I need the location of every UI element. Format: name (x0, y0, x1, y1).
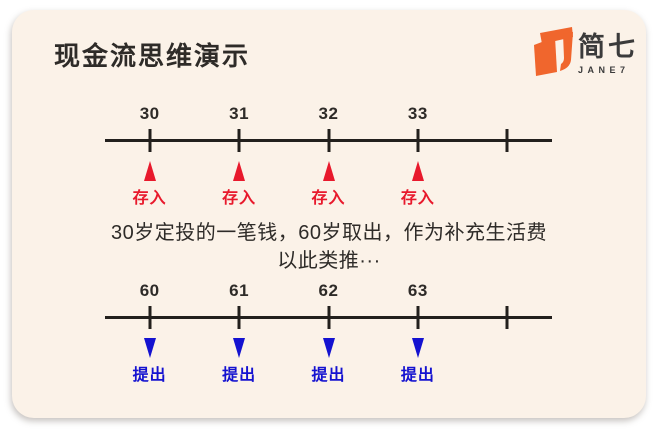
tick-mark (148, 129, 152, 152)
tick-mark (416, 306, 420, 329)
page-title: 现金流思维演示 (54, 41, 251, 71)
brand-name-en: JANE7 (578, 65, 630, 75)
deposit-label: 存入 (132, 190, 167, 207)
tick-mark (505, 306, 509, 329)
tick-mark (327, 306, 330, 329)
tick-mark (237, 306, 241, 329)
deposit-arrow-icon (233, 161, 246, 181)
tick-mark (505, 129, 509, 152)
deposit-arrow-icon (143, 161, 156, 181)
brand-name-cn: 简七 (578, 32, 638, 62)
withdraw-arrow-icon (411, 338, 424, 358)
withdraw-label: 提出 (222, 367, 257, 384)
withdraw-label: 提出 (311, 367, 346, 384)
tick-label: 60 (139, 281, 160, 300)
tick-mark (237, 129, 241, 152)
caption-line-1: 30岁定投的一笔钱，60岁取出，作为补充生活费 (111, 222, 547, 244)
withdraw-label: 提出 (400, 367, 435, 384)
tick-mark (327, 129, 330, 152)
tick-label: 63 (407, 281, 428, 300)
slide-card: 现金流思维演示 简七 JANE7 30 31 32 33 (12, 10, 646, 418)
withdraw-arrow-icon (322, 338, 335, 358)
caption-line-2: 以此类推··· (277, 250, 381, 272)
deposit-label: 存入 (222, 190, 257, 207)
deposit-timeline: 30 31 32 33 存入 存入 存入 存入 (105, 100, 552, 212)
withdraw-arrow-icon (143, 338, 156, 358)
brand-texts: 简七 JANE7 (578, 32, 638, 75)
deposit-arrow-icon (322, 161, 335, 181)
deposit-label: 存入 (400, 190, 435, 207)
tick-label: 61 (229, 281, 250, 300)
tick-mark (416, 129, 420, 152)
tick-label: 62 (318, 281, 339, 300)
withdraw-label: 提出 (132, 367, 167, 384)
tick-mark (148, 306, 152, 329)
tick-label: 32 (318, 104, 339, 123)
tick-label: 30 (139, 104, 160, 123)
withdraw-timeline: 60 61 62 63 提出 提出 提出 提出 (105, 277, 552, 389)
jane7-logo-icon (534, 27, 573, 76)
deposit-label: 存入 (311, 190, 346, 207)
tick-label: 31 (229, 104, 250, 123)
caption: 30岁定投的一笔钱，60岁取出，作为补充生活费 以此类推··· (12, 219, 646, 275)
brand-logo: 简七 JANE7 (532, 24, 638, 76)
deposit-arrow-icon (411, 161, 424, 181)
tick-label: 33 (407, 104, 428, 123)
withdraw-arrow-icon (233, 338, 246, 358)
